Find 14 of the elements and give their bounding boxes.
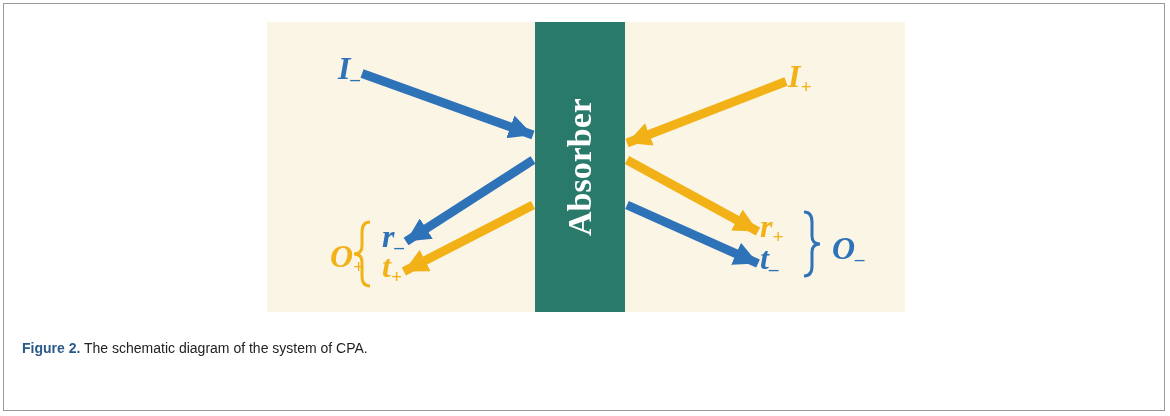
signal-label: I$_{+}$ bbox=[788, 60, 812, 103]
arrow bbox=[360, 69, 535, 140]
signal-label: I$_{–}$ bbox=[338, 52, 361, 95]
absorber-slab bbox=[535, 22, 625, 312]
signal-label: t$_{+}$ bbox=[382, 250, 402, 293]
arrow bbox=[625, 200, 760, 268]
signal-label: t$_{–}$ bbox=[760, 242, 779, 285]
absorber-label: Absorber bbox=[561, 98, 599, 236]
arrow bbox=[624, 156, 761, 236]
arrow bbox=[625, 77, 788, 148]
figure-caption: Figure 2. The schematic diagram of the system of CPA. bbox=[22, 340, 368, 356]
arrow bbox=[403, 156, 536, 246]
group-label: O$_{–}$ bbox=[832, 232, 865, 271]
arrow bbox=[401, 201, 536, 276]
